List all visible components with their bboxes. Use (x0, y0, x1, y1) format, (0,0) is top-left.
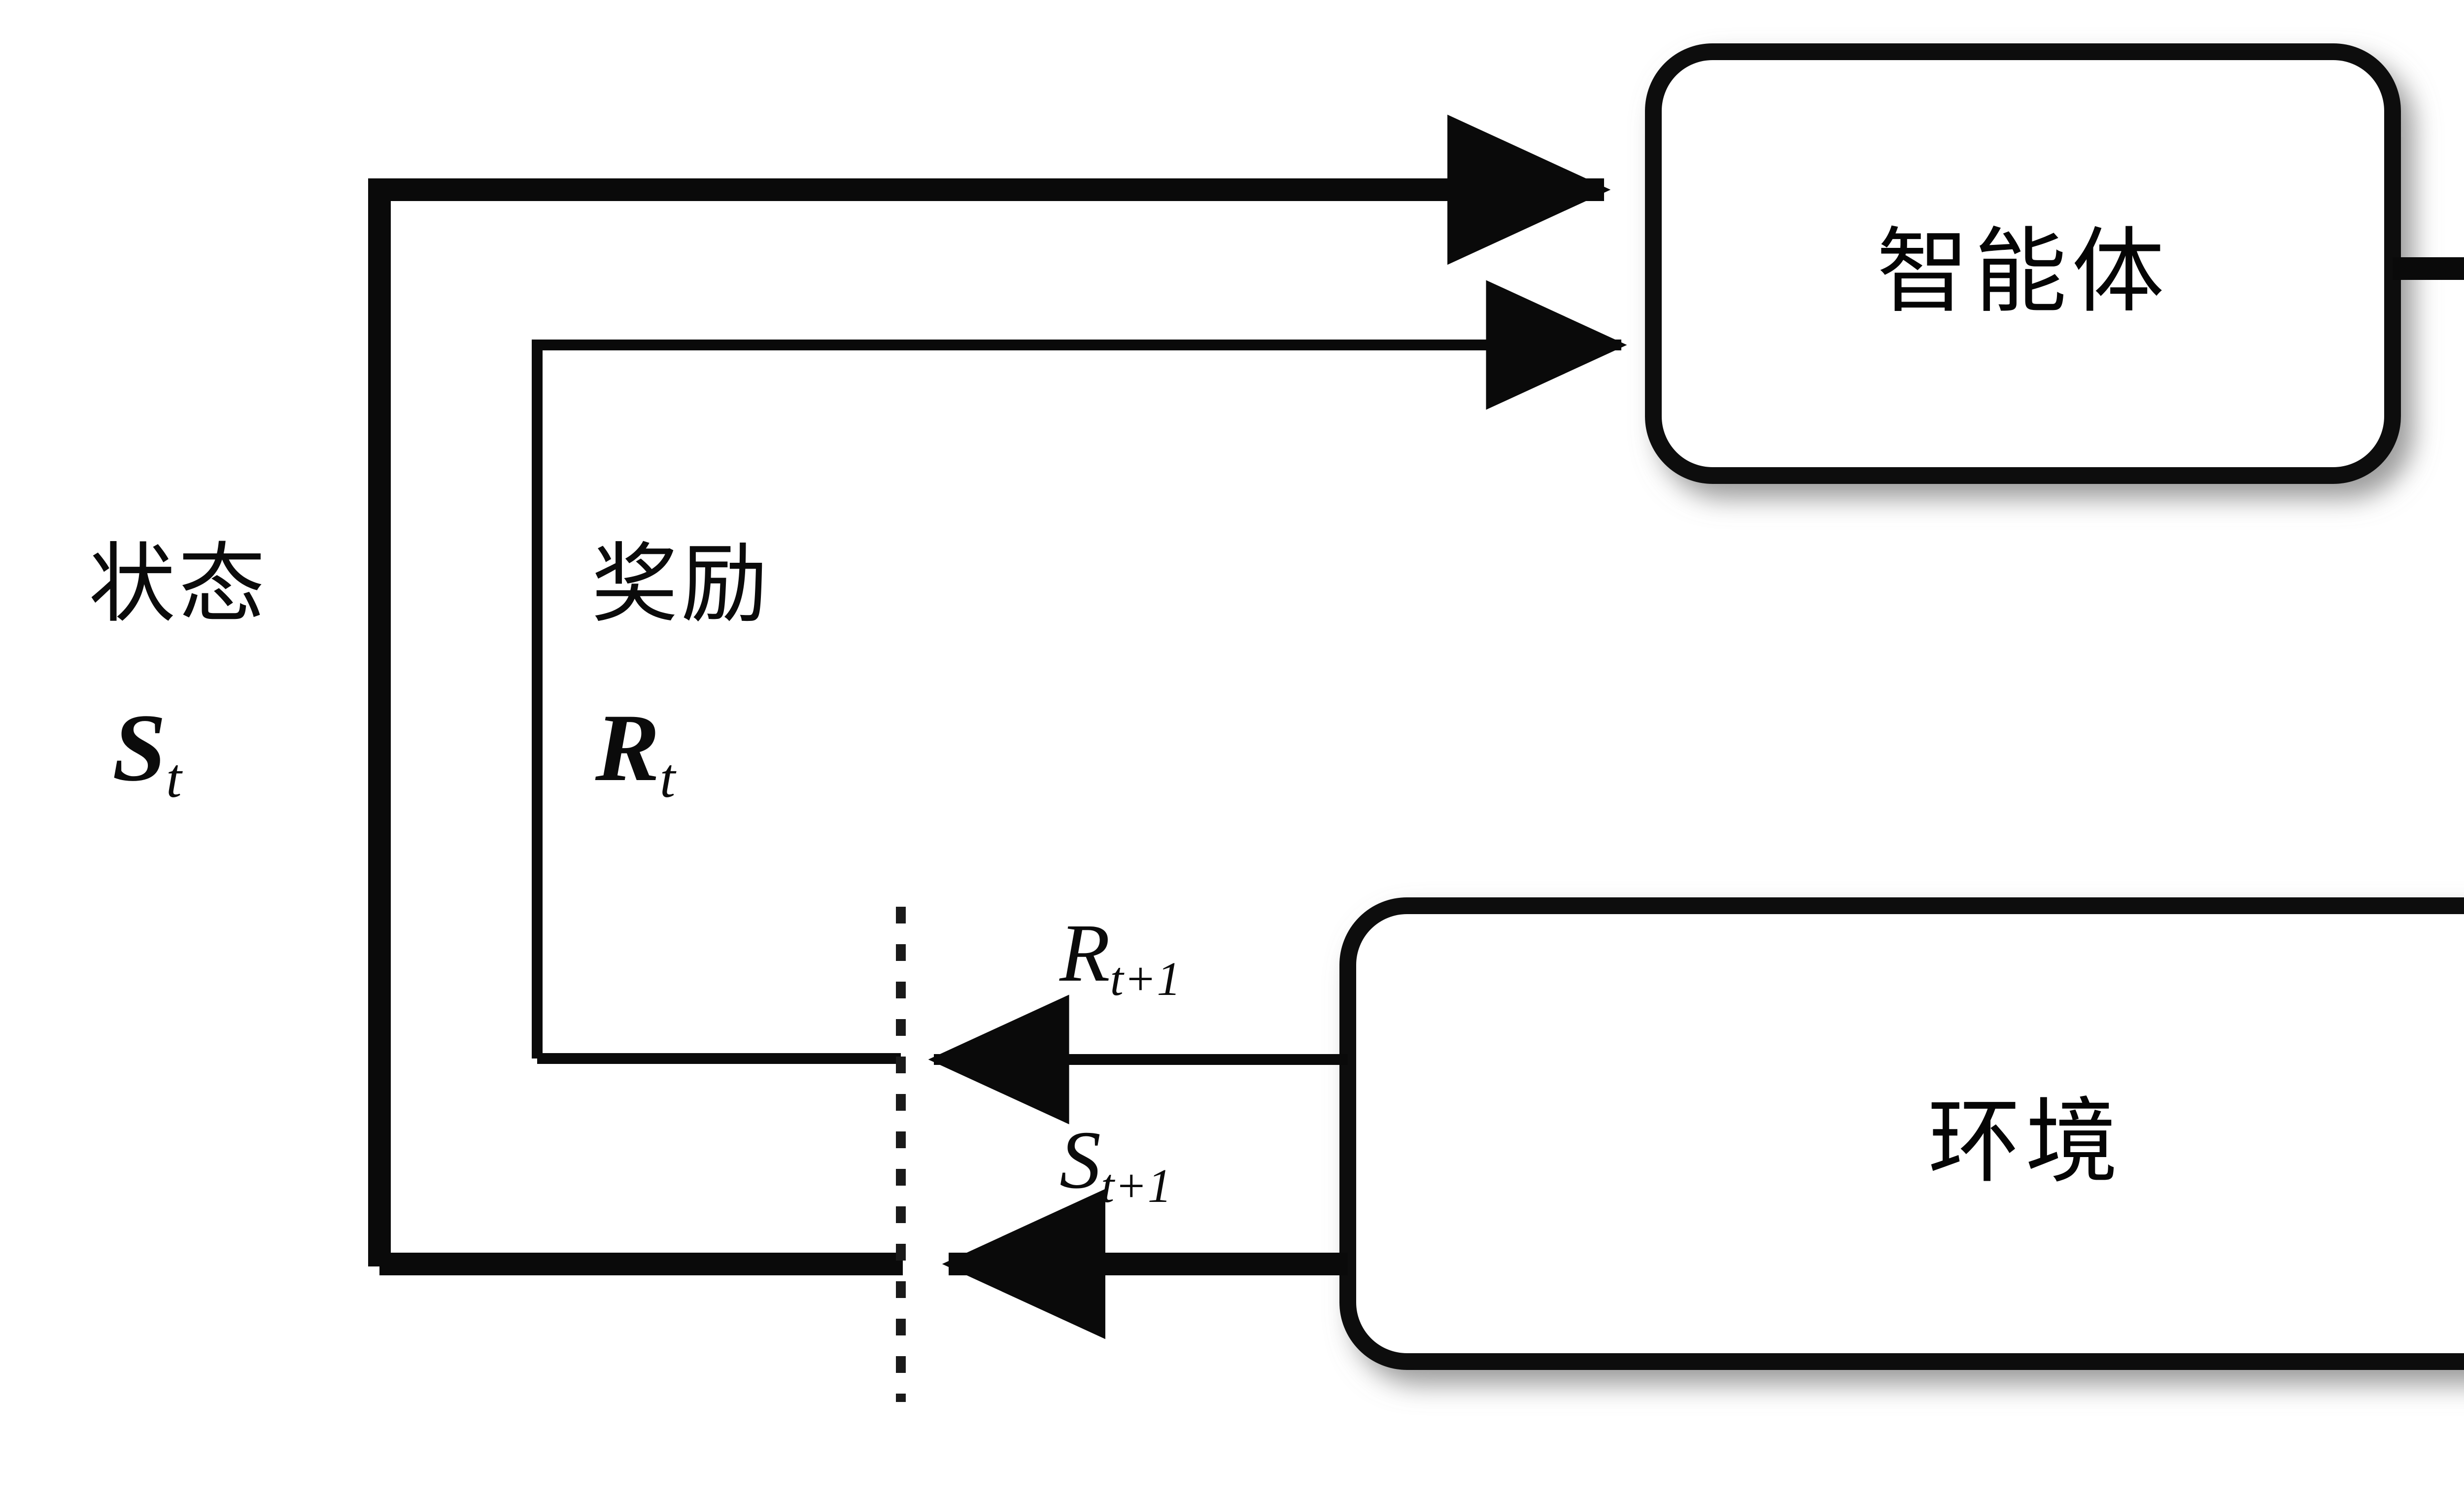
environment-box-label: 环境 (1928, 1091, 2123, 1194)
edge-reward-to-agent (532, 280, 1627, 1059)
figure-caption (59, 1459, 2129, 1503)
reward-symbol-base: R (595, 694, 660, 801)
reward-next-label: Rt+1 (1060, 912, 1181, 1004)
reward-label-word: 奖励 (591, 537, 771, 633)
state-next-base: S (1060, 1114, 1101, 1206)
reward-label-symbol: Rt (595, 700, 676, 807)
reward-symbol-subscript: t (659, 747, 676, 810)
edge-state-to-agent (368, 114, 1611, 1266)
state-next-label: St+1 (1060, 1119, 1172, 1211)
state-symbol-base: S (112, 694, 167, 801)
reward-next-subscript: t+1 (1110, 953, 1182, 1006)
environment-node[interactable] (1339, 897, 2464, 1370)
state-symbol-subscript: t (166, 747, 182, 810)
state-label-word: 状态 (89, 537, 269, 633)
reward-next-base: R (1060, 907, 1110, 999)
environment-box[interactable] (1339, 897, 2464, 1370)
agent-box-label: 智能体 (1877, 221, 2169, 324)
state-next-subscript: t+1 (1101, 1160, 1172, 1213)
state-label-symbol: St (112, 700, 182, 807)
